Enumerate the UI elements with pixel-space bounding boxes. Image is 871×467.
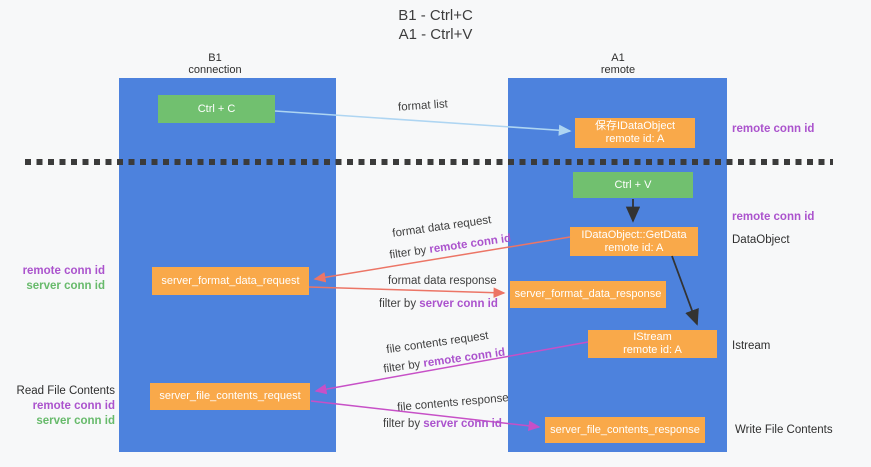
box-ctrl-c: Ctrl + C <box>158 95 275 123</box>
label-filter-by-text: filter by <box>388 243 431 262</box>
annotation-left-server-conn-id: server conn id <box>26 280 105 292</box>
annotation-left-remote-conn-id: remote conn id <box>22 265 105 277</box>
label-file-contents-response-text: file contents response <box>396 392 510 414</box>
label-filter-by-text: filter by <box>383 418 424 430</box>
arrow-format-data-response <box>308 286 506 298</box>
annotation-right-remote-conn-id-mid: remote conn id <box>732 211 815 223</box>
label-format-data-request-text: format data request <box>391 214 493 240</box>
label-format-data-response: format data response <box>388 275 497 287</box>
label-file-contents-response: file contents response <box>397 392 509 414</box>
box-getdata-line2: remote id: A <box>604 241 664 254</box>
label-filter-by-text: filter by <box>379 298 420 310</box>
label-server-conn-id-text: server conn id <box>423 418 502 430</box>
lifeline-header-a1: A1 remote <box>568 52 668 76</box>
box-istream: IStream remote id: A <box>588 330 717 358</box>
label-filter-server-1: filter by server conn id <box>379 298 498 310</box>
box-server-file-contents-request: server_file_contents_request <box>150 383 310 410</box>
box-istream-line1: IStream <box>633 331 672 343</box>
label-format-data-response-text: format data response <box>388 275 497 287</box>
label-remote-conn-id-text: remote conn id <box>422 346 506 370</box>
title-line-2: A1 - Ctrl+V <box>398 26 473 43</box>
box-istream-line2: remote id: A <box>623 344 682 356</box>
annotation-left-mid: remote conn id server conn id <box>15 264 105 294</box>
annotation-write-file-contents: Write File Contents <box>735 424 833 436</box>
box-save-idataobject-line1: 保存IDataObject <box>594 120 676 132</box>
box-format-request-label: server_format_data_request <box>161 274 300 287</box>
box-server-file-contents-response: server_file_contents_response <box>545 417 705 443</box>
label-filter-by-text: filter by <box>382 357 425 376</box>
diagram-title: B1 - Ctrl+C A1 - Ctrl+V <box>0 6 871 44</box>
label-format-list: format list <box>398 98 449 113</box>
annotation-read-file-contents: Read File Contents <box>16 385 115 397</box>
label-format-data-request: format data request <box>392 214 492 240</box>
annotation-left-bottom: Read File Contents remote conn id server… <box>15 384 115 429</box>
label-format-list-text: format list <box>397 98 449 114</box>
box-ctrl-v-label: Ctrl + V <box>614 178 652 191</box>
box-getdata-line1: IDataObject::GetData <box>581 228 687 241</box>
box-idataobject-getdata: IDataObject::GetData remote id: A <box>570 227 698 256</box>
label-remote-conn-id-text: remote conn id <box>428 232 512 256</box>
box-server-format-data-response: server_format_data_response <box>510 281 666 308</box>
annotation-right-remote-conn-id-top: remote conn id <box>732 123 815 135</box>
box-save-idataobject: 保存IDataObject remote id: A <box>575 118 695 148</box>
annotation-left-bottom-server-conn-id: server conn id <box>36 415 115 427</box>
phase-separator-dashed-line <box>25 159 833 165</box>
annotation-left-bottom-remote-conn-id: remote conn id <box>32 400 115 412</box>
box-ctrl-v: Ctrl + V <box>573 172 693 198</box>
lifeline-b1-name: B1 <box>208 52 222 64</box>
label-filter-server-2: filter by server conn id <box>383 418 502 430</box>
box-server-format-data-request: server_format_data_request <box>152 267 309 295</box>
box-format-response-label: server_format_data_response <box>514 288 662 300</box>
annotation-dataobject: DataObject <box>732 234 790 246</box>
lifeline-a1-role: remote <box>600 64 636 76</box>
title-line-1: B1 - Ctrl+C <box>398 7 473 24</box>
label-server-conn-id-text: server conn id <box>419 298 498 310</box>
lifeline-a1-name: A1 <box>611 52 625 64</box>
lifeline-header-b1: B1 connection <box>165 52 265 76</box>
box-file-response-label: server_file_contents_response <box>550 423 700 436</box>
lifeline-b1-role: connection <box>188 64 242 76</box>
box-ctrl-c-label: Ctrl + C <box>197 102 236 115</box>
annotation-istream: Istream <box>732 340 771 352</box>
box-save-idataobject-line2: remote id: A <box>605 133 665 145</box>
box-file-request-label: server_file_contents_request <box>159 390 301 402</box>
